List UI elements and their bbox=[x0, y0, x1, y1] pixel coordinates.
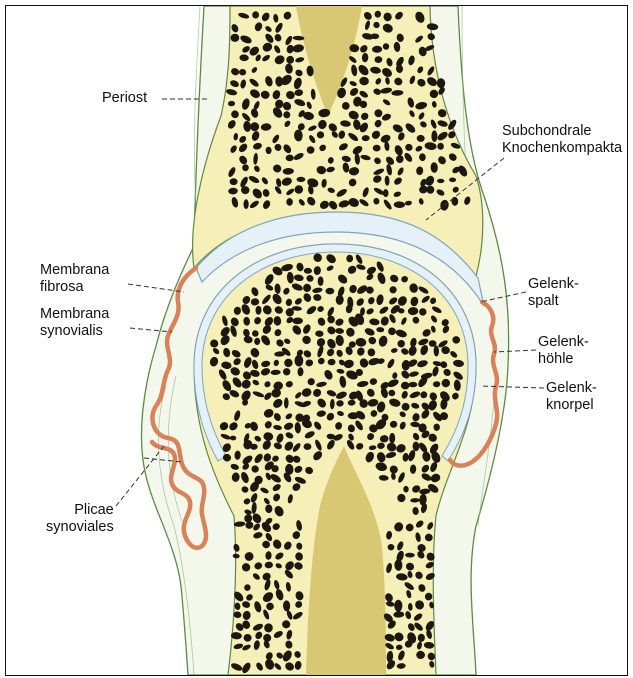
trabecula bbox=[394, 600, 402, 612]
trabecula bbox=[346, 255, 353, 262]
label-membrana-synovialis: Membrana synovialis bbox=[40, 306, 109, 340]
label-periost: Periost bbox=[102, 90, 147, 107]
trabecula bbox=[252, 11, 259, 18]
label-membrana-synovialis-line2: synovialis bbox=[40, 323, 109, 340]
trabecula bbox=[431, 130, 437, 142]
label-gelenkhoehle-line2: höhle bbox=[538, 351, 589, 368]
trabecula bbox=[242, 164, 249, 171]
trabecula bbox=[437, 179, 444, 183]
label-plicae: Plicae synoviales bbox=[46, 502, 114, 536]
joint-diagram bbox=[6, 6, 627, 675]
trabecula bbox=[230, 178, 238, 185]
trabecula bbox=[297, 177, 306, 182]
trabecula bbox=[244, 199, 249, 209]
label-membrana-synovialis-line1: Membrana bbox=[40, 306, 109, 323]
label-gelenkspalt-line2: spalt bbox=[528, 293, 579, 310]
label-gelenkknorpel-line1: Gelenk- bbox=[546, 380, 597, 397]
trabecula bbox=[318, 276, 324, 286]
label-membrana-fibrosa: Membrana fibrosa bbox=[40, 262, 109, 296]
label-gelenkspalt: Gelenk- spalt bbox=[528, 276, 579, 310]
trabecula bbox=[396, 155, 404, 163]
trabecula bbox=[326, 288, 335, 295]
label-subchondrale-line2: Knochenkompakta bbox=[502, 140, 622, 157]
label-gelenkknorpel: Gelenk- knorpel bbox=[546, 380, 597, 414]
figure-frame: Periost Subchondrale Knochenkompakta Mem… bbox=[5, 5, 628, 676]
label-gelenkspalt-line1: Gelenk- bbox=[528, 276, 579, 293]
trabecula bbox=[434, 424, 440, 431]
trabecula bbox=[231, 34, 240, 42]
label-periost-text: Periost bbox=[102, 90, 147, 107]
label-subchondrale-line1: Subchondrale bbox=[502, 123, 622, 140]
label-membrana-fibrosa-line2: fibrosa bbox=[40, 279, 109, 296]
label-gelenkhoehle-line1: Gelenk- bbox=[538, 334, 589, 351]
label-plicae-line2: synoviales bbox=[46, 519, 114, 536]
label-subchondrale: Subchondrale Knochenkompakta bbox=[502, 123, 622, 157]
label-gelenkhoehle: Gelenk- höhle bbox=[538, 334, 589, 368]
label-plicae-line1: Plicae bbox=[46, 502, 114, 519]
label-gelenkknorpel-line2: knorpel bbox=[546, 397, 597, 414]
label-membrana-fibrosa-line1: Membrana bbox=[40, 262, 109, 279]
